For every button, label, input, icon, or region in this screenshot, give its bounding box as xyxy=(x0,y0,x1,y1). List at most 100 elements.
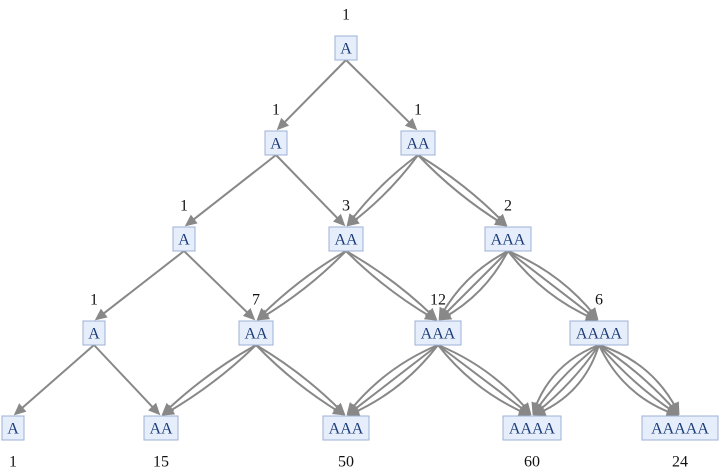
node-box xyxy=(322,415,370,441)
node-r1n1: A1 xyxy=(264,102,288,156)
node-label: AAA xyxy=(421,326,456,343)
edge-arrowhead xyxy=(517,405,531,416)
edge-r3n2-r4n3-1 xyxy=(255,344,343,413)
node-label: AA xyxy=(334,232,358,249)
node-count: 1 xyxy=(414,102,422,119)
edge-r2n2-r3n3-1 xyxy=(345,250,435,318)
node-count: 1 xyxy=(9,454,17,471)
edge-r2n3-r3n3-3 xyxy=(440,250,509,317)
edge-r3n4-r4n4-2 xyxy=(536,344,600,413)
node-box xyxy=(143,415,179,441)
edge-r1n2-r2n3-2 xyxy=(417,154,504,225)
edge-arrowhead xyxy=(148,402,161,416)
node-r0n1: A1 xyxy=(334,7,358,61)
edge-arrowhead xyxy=(665,406,679,417)
edge-arrowhead xyxy=(256,307,270,321)
edge-arrowhead xyxy=(13,403,27,416)
node-box xyxy=(400,130,436,156)
node-label: AAA xyxy=(329,421,364,438)
edge-arrowhead xyxy=(332,213,346,227)
edge-arrowhead xyxy=(242,307,256,321)
edge-r2n1-r3n1-1 xyxy=(98,250,185,319)
edge-r3n4-r4n4-3 xyxy=(534,344,600,412)
node-r2n3: AAA 2 xyxy=(484,198,532,252)
node-box xyxy=(414,320,462,346)
edge-r1n1-r2n2-1 xyxy=(275,154,343,224)
node-label: AA xyxy=(244,326,268,343)
edge-r3n1-r4n1-1 xyxy=(16,344,95,413)
node-box xyxy=(328,226,364,252)
node-r1n2: AA 1 xyxy=(400,102,436,156)
edge-r3n2-r4n3-2 xyxy=(255,344,342,414)
edge-r3n2-r4n2-2 xyxy=(164,344,257,413)
edge-r2n3-r3n4-2 xyxy=(507,250,595,319)
edge-r2n3-r3n4-3 xyxy=(507,250,594,320)
node-label: A xyxy=(88,326,100,343)
edge-arrowhead xyxy=(423,309,438,321)
edge-r2n3-r3n4-1 xyxy=(507,250,597,317)
edge-r2n3-r3n3-1 xyxy=(442,250,509,319)
edge-arrowhead xyxy=(161,402,175,416)
node-box xyxy=(502,415,562,441)
node-count: 7 xyxy=(252,292,260,309)
node-label: AA xyxy=(149,421,173,438)
edge-r3n4-r4n5-1 xyxy=(598,344,679,411)
node-count: 2 xyxy=(504,198,512,215)
edge-arrowhead xyxy=(438,306,450,320)
node-label: AA xyxy=(406,136,430,153)
edge-r3n3-r4n4-3 xyxy=(437,344,527,415)
node-box xyxy=(82,320,106,346)
edge-r3n4-r4n4-1 xyxy=(537,344,600,415)
edge-r3n2-r4n2-1 xyxy=(165,344,257,414)
edge-r1n2-r2n2-1 xyxy=(350,154,419,225)
edge-arrowhead xyxy=(94,308,108,321)
edge-r3n3-r4n4-2 xyxy=(437,344,528,414)
node-box xyxy=(569,320,629,346)
edge-r3n4-r4n4-4 xyxy=(533,344,600,411)
node-count: 1 xyxy=(342,7,350,24)
node-label: AAA xyxy=(491,232,526,249)
edge-r2n2-r3n2-1 xyxy=(260,250,347,319)
node-count: 1 xyxy=(180,198,188,215)
node-label: A xyxy=(7,421,19,438)
node-count: 50 xyxy=(338,454,354,471)
edge-r3n3-r4n3-2 xyxy=(350,344,439,414)
edge-r3n3-r4n3-1 xyxy=(351,344,439,415)
edge-arrowhead xyxy=(493,215,508,227)
node-r4n1: A1 xyxy=(1,415,25,471)
node-r3n1: A1 xyxy=(82,292,106,346)
node-label: A xyxy=(340,41,352,58)
node-count: 24 xyxy=(672,454,688,471)
node-r2n2: AA 3 xyxy=(328,198,364,252)
edge-r1n2-r2n3-1 xyxy=(417,154,505,224)
node-box xyxy=(238,320,274,346)
edge-r3n1-r4n2-1 xyxy=(93,344,158,413)
edge-r3n4-r4n5-3 xyxy=(598,344,676,414)
edge-r2n1-r3n2-1 xyxy=(183,250,253,318)
node-r2n1: A1 xyxy=(172,198,196,252)
node-box xyxy=(172,226,196,252)
edge-r0n1-r1n2-1 xyxy=(345,59,415,128)
node-label: A xyxy=(270,136,282,153)
edge-arrowhead xyxy=(584,310,598,321)
node-box xyxy=(484,226,532,252)
edge-r3n4-r4n5-4 xyxy=(598,344,675,415)
node-count: 3 xyxy=(342,198,350,215)
edge-arrowhead xyxy=(404,117,418,131)
edge-r3n4-r4n5-2 xyxy=(598,344,677,413)
edge-r2n2-r3n3-2 xyxy=(345,250,434,319)
edge-r2n2-r3n2-2 xyxy=(259,250,347,318)
edge-arrowhead xyxy=(184,214,198,227)
nodes-layer: A1A1AA1A1AA3AAA2A1AA7AAA12AAAA6A1AA15AAA… xyxy=(1,7,719,471)
node-label: AAAA xyxy=(509,421,556,438)
node-box xyxy=(264,130,288,156)
node-box xyxy=(334,35,358,61)
edge-arrowhead xyxy=(331,404,346,416)
node-r3n2: AA 7 xyxy=(238,292,274,346)
